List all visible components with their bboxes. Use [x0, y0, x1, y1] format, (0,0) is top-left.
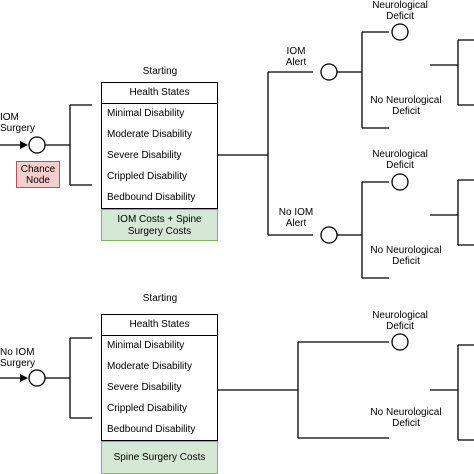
- top-alert-split: [218, 71, 313, 236]
- alert-deficit-split: [337, 31, 389, 129]
- iom-alert-node: [320, 63, 338, 81]
- bottom-state-severe: Severe Disability: [107, 382, 182, 393]
- top-right-bracket-a: [430, 39, 474, 106]
- top-state-moderate: Moderate Disability: [107, 129, 193, 140]
- top-state-severe: Severe Disability: [107, 150, 182, 161]
- top-health-states-header: Health States: [102, 83, 217, 104]
- top-state-bedbound: Bedbound Disability: [107, 192, 196, 203]
- bottom-state-moderate: Moderate Disability: [107, 361, 193, 372]
- top-chance-node-circle: [28, 136, 46, 154]
- no-alert-deficit-split: [337, 181, 389, 279]
- bottom-deficit-split: [218, 341, 389, 439]
- no-iom-alert-node: [320, 226, 338, 244]
- top-health-states-box: Health States Minimal Disability Moderat…: [101, 82, 218, 209]
- bottom-chance-node-circle: [28, 369, 46, 387]
- deficit-node-b: [391, 173, 409, 191]
- bottom-right-bracket: [430, 344, 474, 441]
- bottom-costs-box: Spine Surgery Costs: [101, 441, 218, 474]
- top-bracket: [45, 104, 92, 186]
- top-state-minimal: Minimal Disability: [107, 108, 185, 119]
- bottom-health-states-box: Health States Minimal Disability Moderat…: [101, 314, 218, 441]
- top-state-crippled: Crippled Disability: [107, 171, 188, 182]
- top-right-bracket-b: [430, 179, 474, 246]
- bottom-health-states-header: Health States: [102, 315, 217, 336]
- bottom-bracket: [45, 337, 92, 419]
- bottom-starting-label: Starting: [142, 293, 178, 304]
- bottom-deficit-node: [391, 333, 409, 351]
- bottom-state-minimal: Minimal Disability: [107, 340, 185, 351]
- deficit-node-a: [391, 23, 409, 41]
- top-starting-label: Starting: [142, 66, 178, 77]
- bottom-state-crippled: Crippled Disability: [107, 403, 188, 414]
- bottom-state-bedbound: Bedbound Disability: [107, 424, 196, 435]
